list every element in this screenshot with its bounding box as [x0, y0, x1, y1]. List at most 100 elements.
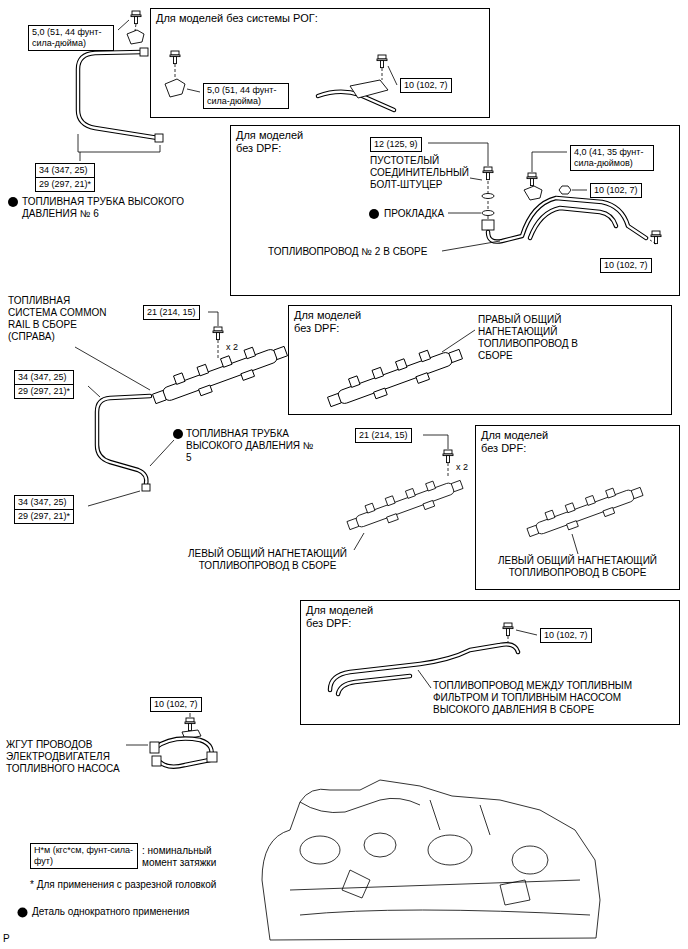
panel-heading: Для моделей без DPF: [236, 129, 318, 155]
pipe-2-group [482, 194, 494, 199]
torque-value: 21 (214, 15) [356, 429, 411, 442]
part-label: ТОПЛИВНАЯ ТРУБКА ВЫСОКОГО ДАВЛЕНИЯ № 5 [186, 428, 316, 464]
harness-group [185, 718, 195, 731]
filter-pipe-group [418, 670, 431, 688]
egr-panel-parts [382, 68, 383, 80]
key-note: : номинальный момент затяжки [142, 845, 242, 869]
egr-panel-parts [175, 64, 176, 78]
pipe-2-group [488, 198, 646, 242]
pipe-2-group [651, 231, 661, 244]
pipe-6-group [78, 52, 158, 138]
common-rail-right [213, 327, 223, 340]
filter-pipe-group [508, 636, 509, 642]
egr-panel-parts [165, 51, 397, 110]
part-label: ТОПЛИВНАЯ СИСТЕМА COMMON RAIL В СБОРЕ (С… [8, 295, 120, 343]
common-rail-right [208, 312, 218, 326]
torque-box: 10 (102, 7) [400, 78, 452, 93]
harness-group [190, 713, 191, 717]
harness-group [126, 713, 217, 767]
torque-value: 4,0 (41, 35 фунт-сила-дюймов) [571, 146, 653, 170]
torque-box: 10 (102, 7) [540, 628, 592, 643]
rail-right-variant [442, 330, 475, 352]
part-label: ТОПЛИВНАЯ ТРУБКА ВЫСОКОГО ДАВЛЕНИЯ № 6 [22, 196, 227, 220]
panel-heading: Для моделей без DPF: [294, 309, 376, 335]
pipe-2-group [482, 211, 494, 216]
rail-left-variant [524, 479, 645, 554]
pipe-2-group [524, 186, 542, 200]
torque-value: 12 (125, 9) [371, 138, 421, 151]
variant-panel: Для моделей без системы РОГ:5,0 (51, 44 … [150, 8, 490, 118]
part-label: ПРОКЛАДКА [384, 208, 444, 220]
pipe-6-group [127, 30, 144, 44]
torque-value: Н*м (кгс*см, фунт-сила-фут) [31, 844, 137, 868]
torque-value: 21 (214, 15) [144, 306, 199, 319]
harness-group [207, 752, 217, 762]
engine-drawing [364, 833, 396, 857]
rail-left [344, 435, 465, 550]
common-rail-right [97, 396, 150, 484]
rail-left [423, 435, 448, 449]
harness-group [126, 745, 148, 746]
pipe-2-group [559, 186, 571, 194]
variant-panel: Для моделей без DPF: 12 (125, 9) 4,0 (41, … [230, 125, 680, 296]
torque-box: 10 (102, 7) [150, 697, 202, 712]
torque-value: 10 (102, 7) [591, 184, 641, 197]
rail-left [344, 472, 465, 536]
pipe-2-group [488, 198, 646, 242]
torque-value: 10 (102, 7) [541, 629, 591, 642]
pipe-2-group [530, 208, 616, 238]
torque-value: 34 (347, 25) [15, 496, 73, 509]
quantity-note: x 2 [226, 342, 238, 353]
engine-drawing [300, 798, 420, 812]
pipe-6-group [80, 152, 81, 161]
pipe-6-group [140, 48, 148, 56]
pipe-2-group [650, 240, 656, 244]
rail-left [354, 533, 364, 550]
panel-heading: Для моделей без DPF: [306, 604, 388, 630]
single-use-dot [369, 209, 379, 219]
legend-entry: Деталь однократного применения [17, 906, 189, 918]
torque-box: 21 (214, 15) [143, 305, 200, 320]
pipe-6-group [78, 134, 160, 152]
pipe-2-group [482, 220, 494, 230]
rail-left [448, 463, 449, 478]
torque-value: 29 (297, 21)* [36, 177, 94, 191]
rail-right-variant [324, 330, 475, 414]
torque-box: 5,0 (51, 44 фунт-сила-дюйма) [28, 25, 114, 51]
torque-box: 34 (347, 25)29 (297, 21)* [35, 163, 95, 192]
part-label: ТОПЛИВОПРОВОД МЕЖДУ ТОПЛИВНЫМ ФИЛЬТРОМ И… [433, 680, 678, 716]
common-rail-right [150, 440, 174, 466]
part-label: ТОПЛИВОПРОВОД № 2 В СБОРЕ [268, 246, 427, 258]
part-label: ПРАВЫЙ ОБЩИЙ НАГНЕТАЮЩИЙ ТОПЛИВОПРОВОД В… [478, 314, 603, 362]
common-rail-right [88, 491, 140, 506]
engine-drawing [342, 870, 530, 905]
egr-panel-parts [165, 79, 185, 97]
common-rail-right [149, 337, 290, 411]
torque-box: 10 (102, 7) [590, 183, 642, 198]
egr-panel-parts [187, 89, 200, 92]
torque-key-box: Н*м (кгс*см, фунт-сила-фут) [30, 843, 138, 869]
egr-panel-parts [377, 55, 387, 68]
pipe-2-group [530, 208, 616, 238]
common-rail-right [75, 347, 150, 390]
common-rail-right [218, 340, 219, 358]
pipe-2-group [470, 178, 482, 180]
quantity-note: x 2 [456, 462, 468, 473]
part-label: ЖГУТ ПРОВОДОВ ЭЛЕКТРОДВИГАТЕЛЯ ТОПЛИВНОГ… [6, 739, 146, 775]
pipe-2-group [369, 143, 661, 251]
filter-pipe-group [516, 630, 537, 635]
harness-group [155, 739, 212, 767]
part-label: ПУСТОТЕЛЫЙ СОЕДИНИТЕЛЬНЫЙ БОЛТ-ШТУЦЕР [370, 155, 478, 191]
torque-box: 34 (347, 25)29 (297, 21)* [14, 495, 74, 524]
torque-value: 10 (102, 7) [151, 698, 201, 711]
harness-group [155, 739, 212, 767]
pipe-6-group [155, 134, 163, 142]
pipe-6-group [135, 24, 136, 31]
panel-heading: Для моделей без DPF: [481, 429, 563, 455]
rail-left [443, 450, 453, 463]
pipe-2-group [448, 213, 481, 214]
filter-pipe-group [338, 676, 410, 694]
single-use-dot [8, 197, 18, 207]
